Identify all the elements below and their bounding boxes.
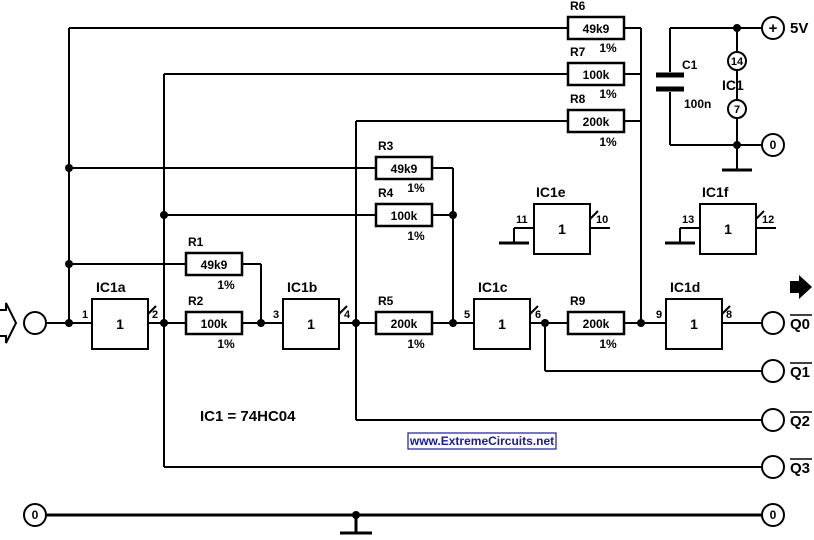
resistor-r8: R8 200k 1% — [566, 92, 626, 149]
ground-terminal-right[interactable]: 0 — [761, 503, 785, 527]
gate-ic1b: IC1b 1 3 4 — [273, 279, 351, 350]
gate-pin-in: 11 — [516, 214, 528, 226]
capacitor-c1: C1 100n — [656, 58, 711, 111]
resistor-value: 200k — [391, 317, 418, 331]
ic-type-note: IC1 = 74HC04 — [200, 408, 296, 425]
output-q0[interactable]: Q0 — [761, 311, 812, 335]
ground-terminal-left[interactable]: 0 — [23, 503, 47, 527]
capacitor-value: 100n — [684, 97, 711, 111]
output-label: Q2 — [790, 413, 810, 430]
resistor-r5: R5 200k 1% — [374, 294, 434, 351]
gate-name: IC1e — [536, 184, 566, 200]
resistor-r9: R9 200k 1% — [566, 294, 626, 351]
resistor-name: R7 — [570, 45, 586, 59]
vcc-pin-number: 14 — [731, 56, 744, 68]
plus-icon: + — [769, 20, 778, 37]
gate-pin-out: 2 — [152, 309, 158, 321]
resistor-name: R3 — [378, 139, 394, 153]
resistor-value: 49k9 — [391, 162, 418, 176]
gate-pin-out: 8 — [726, 309, 732, 321]
resistor-tolerance: 1% — [217, 278, 235, 292]
gate-name: IC1a — [96, 279, 126, 295]
resistor-r6: R6 49k9 1% — [566, 0, 626, 55]
ground-symbol: 0 — [770, 138, 777, 152]
resistor-tolerance: 1% — [599, 87, 617, 101]
watermark: www.ExtremeCircuits.net — [407, 432, 557, 450]
output-q3[interactable]: Q3 — [761, 455, 812, 479]
gate-pin-in: 3 — [273, 309, 279, 321]
resistor-r1: R1 49k9 1% — [184, 235, 244, 292]
resistor-value: 100k — [583, 68, 610, 82]
gate-symbol: 1 — [558, 221, 566, 237]
resistor-value: 100k — [201, 317, 228, 331]
resistor-tolerance: 1% — [407, 181, 425, 195]
output-label: Q0 — [790, 316, 810, 333]
ground-symbol: 0 — [32, 508, 39, 522]
gate-name: IC1c — [478, 279, 508, 295]
resistor-value: 200k — [583, 317, 610, 331]
gate-name: IC1d — [670, 279, 700, 295]
ic1-label: IC1 — [722, 77, 744, 93]
gate-ic1d: IC1d 1 9 8 — [656, 279, 732, 350]
resistor-value: 49k9 — [201, 258, 228, 272]
wires — [47, 27, 776, 535]
watermark-text: www.ExtremeCircuits.net — [409, 434, 554, 448]
resistor-r7: R7 100k 1% — [566, 45, 626, 101]
gate-pin-in: 1 — [82, 309, 88, 321]
resistor-name: R6 — [570, 0, 586, 13]
gate-pin-out: 6 — [535, 309, 541, 321]
gate-pin-out: 10 — [596, 214, 608, 226]
gate-symbol: 1 — [690, 316, 698, 332]
gate-symbol: 1 — [116, 316, 124, 332]
vcc-terminal[interactable]: + 5V — [761, 16, 808, 40]
resistor-name: R9 — [570, 294, 586, 308]
ground-symbol: 0 — [770, 508, 777, 522]
resistor-value: 49k9 — [583, 22, 610, 36]
resistor-r4: R4 100k 1% — [374, 186, 434, 243]
resistor-tolerance: 1% — [599, 41, 617, 55]
capacitor-name: C1 — [682, 58, 698, 72]
gnd-pin-number: 7 — [734, 104, 740, 116]
gate-pin-in: 5 — [464, 309, 470, 321]
output-arrow-icon — [790, 275, 812, 299]
gate-symbol: 1 — [307, 316, 315, 332]
gate-symbol: 1 — [724, 221, 732, 237]
junction-dots — [65, 24, 741, 519]
gnd-terminal[interactable]: 0 — [761, 133, 785, 157]
gate-pin-out: 12 — [762, 214, 774, 226]
resistor-value: 200k — [583, 115, 610, 129]
gate-ic1e: IC1e 1 11 10 — [516, 184, 608, 255]
output-label: Q1 — [790, 364, 810, 381]
gate-pin-out: 4 — [344, 309, 351, 321]
resistor-tolerance: 1% — [599, 135, 617, 149]
resistor-name: R5 — [378, 294, 394, 308]
resistor-tolerance: 1% — [407, 229, 425, 243]
gate-name: IC1f — [702, 184, 729, 200]
resistor-name: R1 — [188, 235, 204, 249]
resistor-tolerance: 1% — [217, 337, 235, 351]
ic1-supply: 14 IC1 7 — [722, 51, 747, 119]
resistor-r2: R2 100k 1% — [184, 294, 244, 351]
gate-ic1a: IC1a 1 1 2 — [82, 279, 158, 350]
gate-pin-in: 13 — [682, 214, 694, 226]
resistor-name: R8 — [570, 92, 586, 106]
resistor-tolerance: 1% — [407, 337, 425, 351]
gate-symbol: 1 — [498, 316, 506, 332]
resistor-name: R2 — [188, 294, 204, 308]
resistor-r3: R3 49k9 1% — [374, 139, 434, 195]
gate-ic1c: IC1c 1 5 6 — [464, 279, 541, 350]
resistor-tolerance: 1% — [599, 337, 617, 351]
output-q2[interactable]: Q2 — [761, 408, 812, 432]
output-label: Q3 — [790, 460, 810, 477]
vcc-label: 5V — [790, 20, 808, 37]
gate-ic1f: IC1f 1 13 12 — [682, 184, 774, 255]
output-q1[interactable]: Q1 — [761, 359, 812, 383]
gate-pin-in: 9 — [656, 309, 662, 321]
input-terminal[interactable] — [0, 302, 47, 344]
resistor-name: R4 — [378, 186, 394, 200]
gate-name: IC1b — [287, 279, 317, 295]
resistor-value: 100k — [391, 209, 418, 223]
